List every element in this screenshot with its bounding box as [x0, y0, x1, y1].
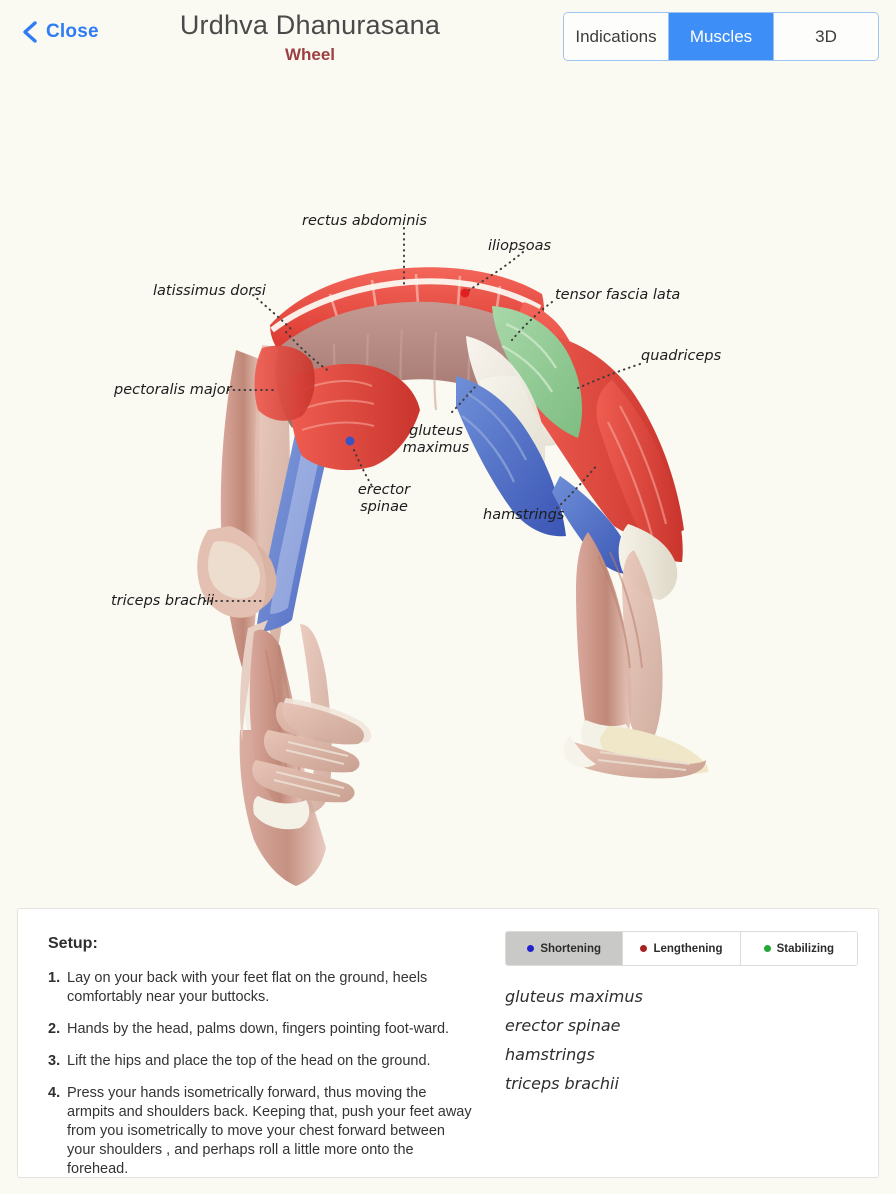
- legend-tab-lengthening[interactable]: Lengthening: [623, 932, 741, 965]
- leader-erector-spinae: [353, 449, 373, 487]
- close-label: Close: [46, 21, 99, 42]
- close-button[interactable]: Close: [22, 20, 99, 44]
- annotation-quadriceps: quadriceps: [641, 348, 722, 364]
- setup-heading: Setup:: [48, 935, 98, 952]
- step-number: 4.: [48, 1085, 61, 1101]
- legend-tab-shortening[interactable]: Shortening: [506, 932, 624, 965]
- head-shoulder-group: [197, 526, 277, 618]
- view-mode-segmented-control[interactable]: Indications Muscles 3D: [563, 12, 879, 61]
- tab-indications[interactable]: Indications: [564, 13, 669, 60]
- legend-tab-stabilizing[interactable]: Stabilizing: [740, 932, 857, 965]
- legend-tab-label: Lengthening: [653, 942, 723, 955]
- tab-muscles[interactable]: Muscles: [669, 13, 774, 60]
- leader-latissimus-dorsi-2: [285, 331, 331, 373]
- right-thigh-group: [456, 306, 684, 600]
- leader-iliopsoas: [467, 251, 524, 292]
- annotation-latissimus-dorsi: latissimus dorsi: [153, 283, 266, 299]
- annotation-iliopsoas: iliopsoas: [488, 238, 552, 254]
- step-number: 1.: [48, 970, 61, 986]
- leader-hamstrings: [556, 463, 599, 509]
- left-lower-leg-group: [240, 620, 372, 830]
- annotation-rectus-abdominis: rectus abdominis: [302, 213, 427, 229]
- anatomy-figure-svg: [197, 227, 709, 886]
- setup-step: 4. Press your hands isometrically forwar…: [48, 1084, 473, 1179]
- page-title: Urdhva Dhanurasana: [179, 10, 441, 40]
- setup-column: Setup: 1. Lay on your back with your fee…: [18, 909, 495, 1177]
- annotation-tensor-fascia-lata: tensor fascia lata: [555, 287, 681, 303]
- annotation-pectoralis-major: pectoralis major: [114, 382, 232, 398]
- annotation-gluteus-maximus: gluteus maximus: [402, 423, 470, 456]
- step-text: Hands by the head, palms down, fingers p…: [67, 1021, 450, 1037]
- setup-step: 3. Lift the hips and place the top of th…: [48, 1052, 473, 1071]
- muscle-list-item[interactable]: triceps brachii: [505, 1074, 619, 1093]
- stabilizing-dot-icon: [763, 945, 771, 952]
- annotation-erector-spinae: erector spinae: [357, 482, 411, 515]
- torso-back-group: [254, 267, 545, 471]
- app-header: Close Urdhva Dhanurasana Wheel Indicatio…: [0, 0, 896, 80]
- muscle-action-legend-tabs[interactable]: Shortening Lengthening Stabilizing: [505, 931, 858, 966]
- annotation-triceps-brachii: triceps brachii: [111, 593, 215, 609]
- chevron-left-icon: [22, 20, 38, 44]
- anatomy-illustration: rectus abdominis iliopsoas latissimus do…: [0, 80, 896, 900]
- step-number: 3.: [48, 1053, 61, 1069]
- title-block: Urdhva Dhanurasana Wheel: [0, 8, 620, 66]
- legend-tab-label: Shortening: [540, 942, 602, 955]
- page-subtitle: Wheel: [284, 45, 336, 64]
- shortening-dot-icon: [527, 945, 535, 952]
- right-lower-leg-group: [563, 532, 709, 779]
- setup-step: 1. Lay on your back with your feet flat …: [48, 969, 473, 1007]
- details-panel: Setup: 1. Lay on your back with your fee…: [17, 908, 879, 1178]
- step-number: 2.: [48, 1021, 61, 1037]
- leader-latissimus-dorsi: [252, 294, 293, 331]
- annotation-hamstrings: hamstrings: [483, 507, 565, 523]
- muscles-column: Shortening Lengthening Stabilizing glute…: [495, 909, 878, 1177]
- step-text: Press your hands isometrically forward, …: [67, 1085, 472, 1177]
- iliopsoas-marker: [460, 288, 470, 298]
- lengthening-dot-icon: [640, 945, 648, 952]
- step-text: Lift the hips and place the top of the h…: [67, 1053, 431, 1069]
- leader-lines: [204, 227, 641, 602]
- muscle-list-item[interactable]: hamstrings: [505, 1045, 595, 1064]
- leader-quadriceps: [577, 363, 641, 389]
- tab-3d[interactable]: 3D: [774, 13, 878, 60]
- leader-tensor-fascia-lata: [511, 301, 553, 341]
- muscle-list-item[interactable]: erector spinae: [505, 1016, 621, 1035]
- setup-step: 2. Hands by the head, palms down, finger…: [48, 1020, 473, 1039]
- muscle-list: gluteus maximus erector spinae hamstring…: [505, 982, 858, 1098]
- erector-spinae-marker: [345, 436, 355, 446]
- muscle-list-item[interactable]: gluteus maximus: [505, 987, 643, 1006]
- legend-tab-label: Stabilizing: [776, 942, 835, 955]
- step-text: Lay on your back with your feet flat on …: [67, 970, 428, 1005]
